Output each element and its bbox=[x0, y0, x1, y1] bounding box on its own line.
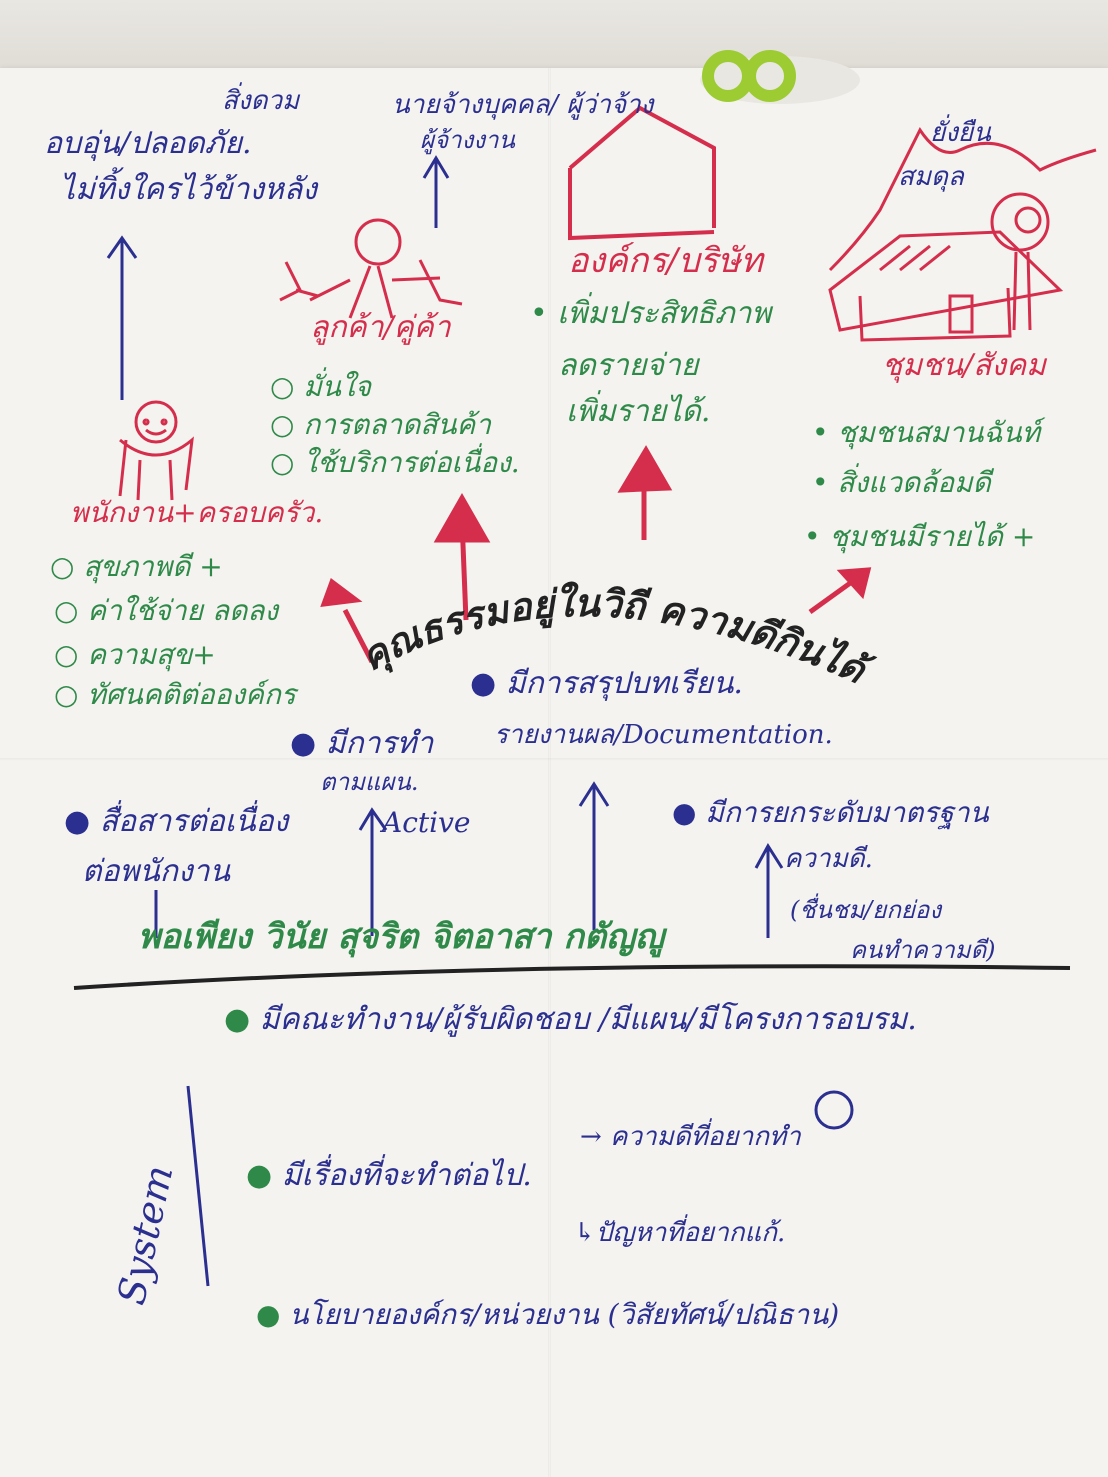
whiteboard-top bbox=[0, 0, 1108, 80]
arrow-icon bbox=[106, 155, 450, 400]
system-arrow2: ↳ปัญหาที่อยากแก้. bbox=[574, 1218, 786, 1248]
middle-doing: ● มีการทำ bbox=[290, 726, 434, 761]
blue-arrow-icon bbox=[154, 781, 784, 938]
employee-point: ○ ค่าใช้จ่าย ลดลง bbox=[54, 594, 279, 627]
paper-fold-horizontal bbox=[0, 758, 1108, 761]
house-sketch-icon bbox=[568, 105, 716, 241]
middle-reward3: (ชื่นชม/ยกย่อง bbox=[790, 896, 942, 924]
system-line bbox=[186, 1085, 210, 1287]
org-point: เพิ่มรายได้. bbox=[566, 394, 711, 429]
flipchart-paper bbox=[0, 68, 1108, 1477]
label-employee: พนักงาน+ครอบครัว. bbox=[70, 496, 324, 529]
middle-reward4: คนทำความดี) bbox=[850, 936, 996, 964]
circle-mark-icon bbox=[814, 1090, 854, 1130]
top-mid-line1: นายจ้างบุคคล/ ผู้ว่าจ้าง bbox=[392, 90, 654, 120]
employee-point: ○ ทัศนคติต่อองค์กร bbox=[54, 678, 296, 711]
middle-communicate2: ต่อพนักงาน bbox=[82, 854, 230, 889]
customer-point: ○ ใช้บริการต่อเนื่อง. bbox=[270, 446, 520, 479]
employee-point: ○ ความสุข+ bbox=[54, 638, 216, 671]
middle-reward1: ● มีการยกระดับมาตรฐาน bbox=[672, 796, 989, 829]
community-point: • สิ่งแวดล้อมดี bbox=[812, 466, 991, 499]
red-arrow-icon bbox=[320, 445, 872, 664]
customer-point: ○ มั่นใจ bbox=[270, 370, 372, 403]
top-left-line2: อบอุ่น/ปลอดภัย. bbox=[44, 126, 252, 161]
system-topic: ● มีเรื่องที่จะทำต่อไป. bbox=[246, 1158, 532, 1193]
system-arrow1: → ความดีที่อยากทำ bbox=[580, 1122, 801, 1152]
top-right-line2: สมดุล bbox=[898, 162, 964, 192]
middle-active: Active bbox=[382, 806, 471, 839]
tree-icon bbox=[990, 192, 1050, 331]
customer-point: ○ การตลาดสินค้า bbox=[270, 408, 491, 441]
org-point: ลดรายจ่าย bbox=[558, 348, 699, 383]
middle-share: ● มีการสรุปบทเรียน. bbox=[470, 666, 743, 701]
top-mid-line2: ผู้จ้างงาน bbox=[420, 126, 515, 154]
label-org: องค์กร/บริษัท bbox=[568, 241, 763, 281]
logo-sticker bbox=[700, 50, 860, 104]
middle-doc: รายงานผล/Documentation. bbox=[494, 720, 833, 750]
label-customer: ลูกค้า/คู่ค้า bbox=[310, 310, 451, 345]
village-house-icon bbox=[828, 230, 1064, 342]
top-right-line1: ยั่งยืน bbox=[930, 118, 991, 148]
middle-plan: ตามแผน. bbox=[320, 768, 419, 796]
top-left-line3: ไม่ทิ้งใครไว้ข้างหลัง bbox=[60, 172, 317, 207]
middle-communicate1: ● สื่อสารต่อเนื่อง bbox=[64, 804, 289, 839]
community-point: • ชุมชนสมานฉันท์ bbox=[812, 416, 1041, 449]
smiley-person-icon bbox=[118, 400, 194, 501]
label-community: ชุมชน/สังคม bbox=[882, 348, 1046, 383]
middle-reward2: ความดี. bbox=[784, 844, 873, 874]
stick-figure-icon bbox=[279, 218, 463, 319]
system-policy: ● นโยบายองค์กร/หน่วยงาน (วิสัยทัศน์/ปณิธ… bbox=[256, 1298, 840, 1331]
employee-point: ○ สุขภาพดี + bbox=[50, 550, 223, 583]
paper-fold-vertical bbox=[548, 68, 551, 1477]
divider-line bbox=[73, 964, 1071, 990]
team-line: ● มีคณะทำงาน/ผู้รับผิดชอบ /มีแผน/มีโครงก… bbox=[224, 1002, 917, 1037]
org-point: • เพิ่มประสิทธิภาพ bbox=[530, 296, 772, 331]
community-point: • ชุมชนมีรายได้ + bbox=[804, 520, 1036, 553]
top-left-line1: สิ่งดวม bbox=[222, 86, 300, 116]
mountain-icon bbox=[828, 127, 1097, 272]
virtues-line: พอเพียง วินัย สุจริต จิตอาสา กตัญญู bbox=[138, 917, 664, 957]
